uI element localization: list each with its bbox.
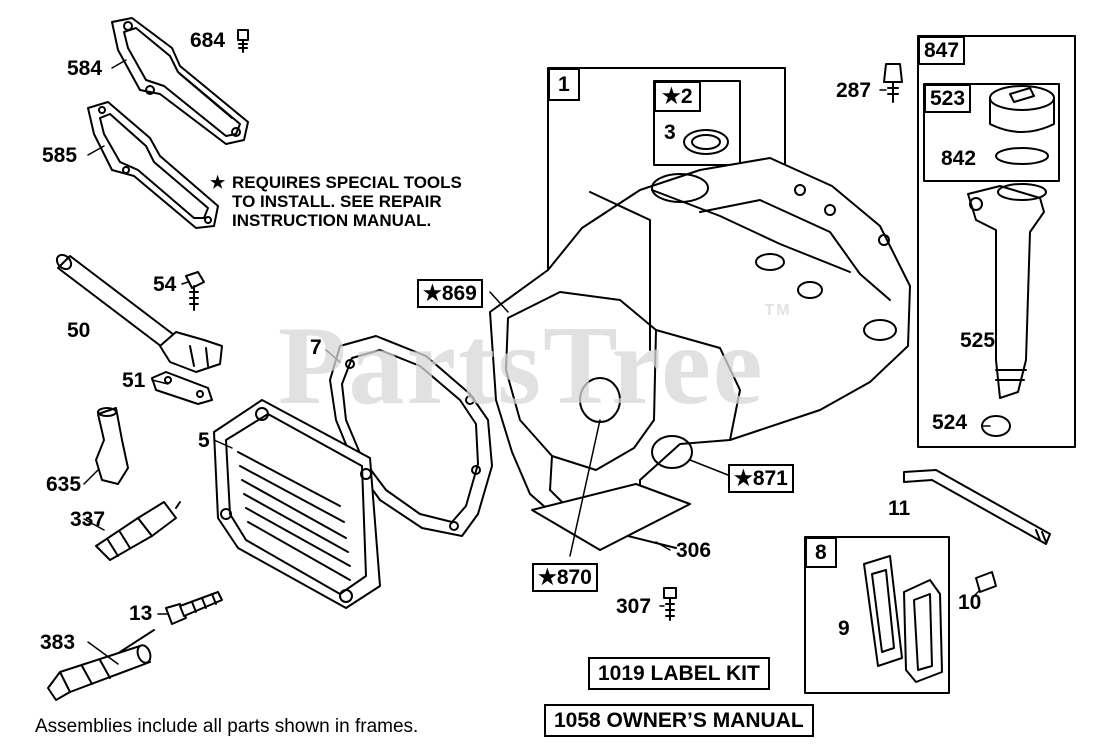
frame-847 [917,35,1076,448]
note-line-3: INSTRUCTION MANUAL. [232,211,432,230]
seal-3-drawing [683,129,729,155]
callout-525[interactable]: 525 [960,329,996,352]
callout-584[interactable]: 584 [67,57,103,80]
callout-524[interactable]: 524 [932,411,968,434]
dipstick-cap-523-drawing [989,85,1055,133]
callout-9[interactable]: 9 [838,617,850,640]
frame-523-842 [923,83,1060,182]
callout-306[interactable]: 306 [676,539,712,562]
note-line-1: REQUIRES SPECIAL TOOLS [232,173,462,192]
spark-plug-boot-635-drawing [95,407,129,485]
callout-871[interactable]: ★871 [728,464,794,493]
note-line-2: TO INSTALL. SEE REPAIR [232,192,442,211]
callout-383[interactable]: 383 [40,631,76,654]
owners-manual-1058[interactable]: 1058 OWNER’S MANUAL [544,704,814,737]
bolt-13-drawing [165,591,223,625]
special-tools-note: ★ REQUIRES SPECIAL TOOLS TO INSTALL. SEE… [210,173,462,230]
callout-50[interactable]: 50 [67,319,91,342]
gasket-584-drawing [111,17,249,145]
leader-lines [83,59,991,665]
callout-8[interactable]: 8 [805,537,837,568]
callout-842[interactable]: 842 [941,147,977,170]
o-ring-842-drawing [995,147,1049,165]
assemblies-note: Assemblies include all parts shown in fr… [35,716,419,737]
callout-1[interactable]: 1 [548,68,580,101]
callout-307[interactable]: 307 [616,595,652,618]
bolt-54-drawing [185,271,205,311]
gasket-306-drawing [531,483,691,551]
callout-2[interactable]: ★2 [654,81,701,112]
callout-7[interactable]: 7 [310,336,322,359]
dipstick-tube-525-drawing [967,183,1047,399]
callout-3[interactable]: 3 [664,121,676,144]
screw-684-drawing [237,29,249,53]
callout-287[interactable]: 287 [836,79,872,102]
cylinder-head-5-drawing [213,399,381,609]
spark-plug-337-drawing [95,501,181,561]
callout-869[interactable]: ★869 [417,279,483,308]
screw-10-drawing [975,571,997,593]
breather-tube-50-drawing [55,253,223,373]
callout-5[interactable]: 5 [198,429,210,452]
callout-337[interactable]: 337 [70,508,106,531]
gasket-51-drawing [151,371,213,405]
callout-11[interactable]: 11 [888,497,911,520]
callout-585[interactable]: 585 [42,144,78,167]
callout-635[interactable]: 635 [46,473,82,496]
label-kit-1019[interactable]: 1019 LABEL KIT [588,657,770,690]
cover-plate-8-drawing [903,579,943,683]
callout-51[interactable]: 51 [122,369,146,392]
callout-523[interactable]: 523 [924,84,972,113]
callout-684[interactable]: 684 [190,29,226,52]
screw-287-drawing [883,63,903,103]
rod-11-drawing [903,469,1051,545]
callout-54[interactable]: 54 [153,273,177,296]
note-star: ★ [210,173,226,192]
callout-13[interactable]: 13 [129,602,153,625]
gasket-585-drawing [87,101,219,229]
callout-10[interactable]: 10 [958,591,982,614]
callout-847[interactable]: 847 [918,36,966,65]
callout-870[interactable]: ★870 [532,563,598,592]
engine-block-1-drawing [489,157,911,533]
seal-3-inner [691,134,721,150]
tool-383-drawing [47,629,155,701]
gasket-9-drawing [863,555,903,667]
bolt-307-drawing [663,587,677,621]
frame-8 [804,536,950,694]
